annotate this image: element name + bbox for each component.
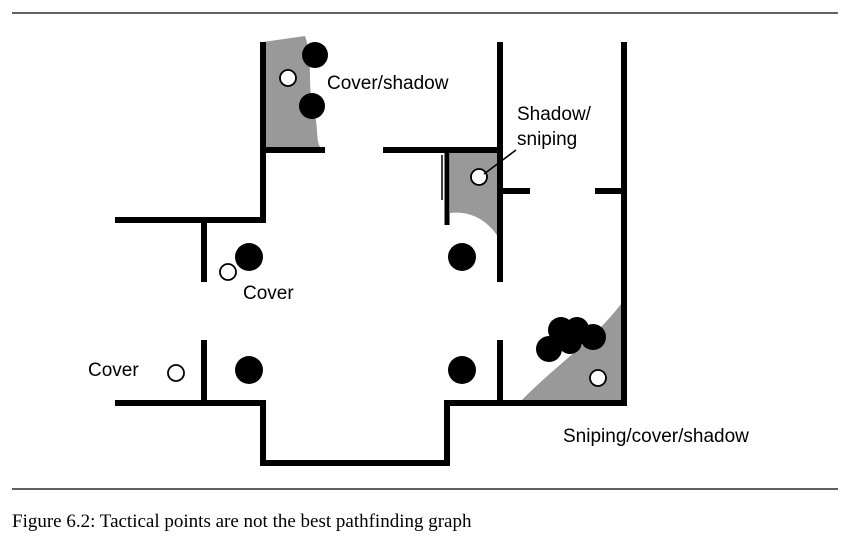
tactical-point: [589, 369, 607, 387]
cover-marker: [448, 356, 476, 384]
label-cover-left: Cover: [88, 360, 139, 381]
cover-marker: [558, 330, 582, 354]
tactical-point: [167, 364, 185, 382]
figure-caption: Figure 6.2: Tactical points are not the …: [12, 511, 472, 532]
cover-marker: [235, 243, 263, 271]
wall-bottom: [115, 400, 627, 466]
tactical-points: [167, 69, 607, 387]
tactical-point: [279, 69, 297, 87]
label-shadow-sniping-line2: sniping: [517, 129, 577, 150]
walls: [115, 42, 627, 466]
cover-marker: [448, 243, 476, 271]
tactical-point: [219, 263, 237, 281]
cover-marker: [580, 324, 606, 350]
cover-marker: [235, 356, 263, 384]
cover-marker: [536, 336, 562, 362]
label-cover-shadow: Cover/shadow: [327, 73, 449, 94]
label-shadow-sniping-line1: Shadow/: [517, 104, 592, 125]
tactical-point: [470, 168, 488, 186]
wall-upper-left: [115, 42, 266, 223]
cover-marker: [302, 42, 328, 68]
label-cover-inner: Cover: [243, 283, 294, 304]
label-sniping-cover-shadow: Sniping/cover/shadow: [563, 426, 749, 447]
cover-marker: [299, 93, 325, 119]
shadow-region-sniping: [450, 150, 500, 240]
cover-markers: [235, 42, 606, 384]
leader-line: [483, 149, 517, 175]
